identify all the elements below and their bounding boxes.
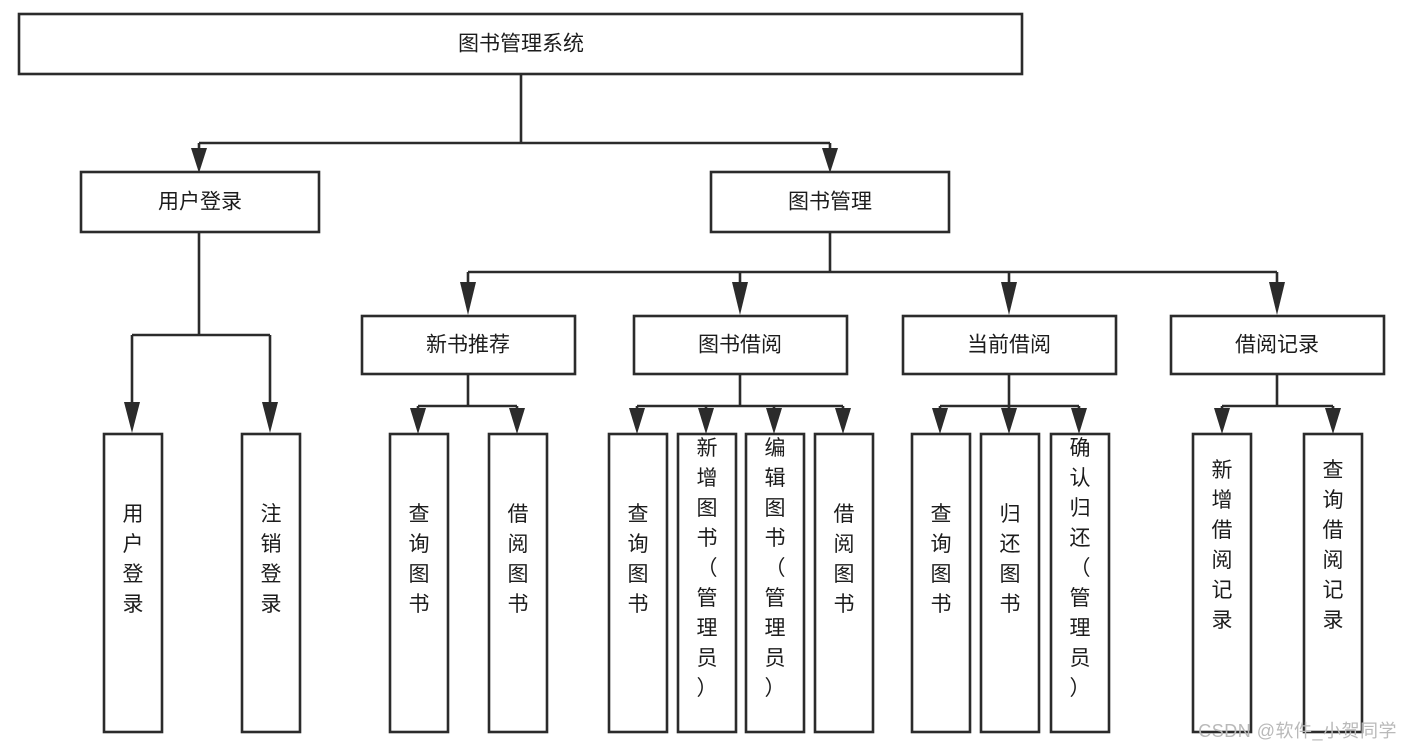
arrowhead-leaf-query-book-3: [932, 408, 948, 434]
node-leaf-edit-book-box[interactable]: [744, 432, 806, 734]
arrowhead-leaf-borrow-book-2: [835, 408, 851, 434]
node-book-borrow-label: 图书借阅: [698, 334, 782, 357]
arrowhead-current-borrow: [1001, 282, 1017, 315]
node-leaf-query-book-3[interactable]: 查询图书: [910, 432, 972, 734]
arrowhead-book-borrow: [732, 282, 748, 315]
node-root[interactable]: 图书管理系统: [17, 12, 1024, 76]
arrowhead-leaf-add-book: [698, 408, 714, 434]
node-leaf-edit-book-label: 编辑图书（管理员）: [765, 437, 786, 700]
node-leaf-query-book-1-label: 查询图书: [409, 503, 430, 616]
node-leaf-user-login-box[interactable]: [102, 432, 164, 734]
node-leaf-query-book-3-box[interactable]: [910, 432, 972, 734]
node-leaf-add-record-label: 新增借阅记录: [1212, 459, 1233, 632]
node-leaf-borrow-book-2[interactable]: 借阅图书: [813, 432, 875, 734]
node-book-manage-box[interactable]: [709, 170, 951, 234]
node-leaf-return-book[interactable]: 归还图书: [979, 432, 1041, 734]
arrowhead-leaf-query-book-1: [410, 408, 426, 434]
node-book-borrow-box[interactable]: [632, 314, 849, 376]
node-leaf-borrow-book-1-label: 借阅图书: [508, 503, 529, 616]
node-new-book-rec[interactable]: 新书推荐: [360, 314, 577, 376]
node-root-box[interactable]: [17, 12, 1024, 76]
arrowhead-leaf-return-book: [1001, 408, 1017, 434]
arrowhead-leaf-borrow-book-1: [509, 408, 525, 434]
node-current-borrow[interactable]: 当前借阅: [901, 314, 1118, 376]
node-book-borrow[interactable]: 图书借阅: [632, 314, 849, 376]
node-book-manage-label: 图书管理: [788, 191, 872, 214]
node-leaf-borrow-book-1[interactable]: 借阅图书: [487, 432, 549, 734]
node-leaf-borrow-book-1-box[interactable]: [487, 432, 549, 734]
node-current-borrow-box[interactable]: [901, 314, 1118, 376]
node-leaf-edit-book[interactable]: 编辑图书（管理员）: [744, 432, 806, 734]
node-user-login-label: 用户登录: [158, 191, 242, 214]
arrowhead-leaf-query-book-2: [629, 408, 645, 434]
node-user-login-box[interactable]: [79, 170, 321, 234]
arrowhead-new-book-rec: [460, 282, 476, 315]
node-leaf-user-logout[interactable]: 注销登录: [240, 432, 302, 734]
node-leaf-query-book-2-label: 查询图书: [628, 503, 649, 616]
node-leaf-return-book-label: 归还图书: [1000, 503, 1021, 616]
node-leaf-confirm-return-box[interactable]: [1049, 432, 1111, 734]
node-leaf-add-book-label: 新增图书（管理员）: [697, 437, 718, 700]
node-borrow-record-label: 借阅记录: [1235, 334, 1319, 357]
arrowhead-user-login: [191, 148, 207, 173]
node-current-borrow-label: 当前借阅: [967, 334, 1051, 357]
node-leaf-query-record-label: 查询借阅记录: [1323, 459, 1344, 632]
node-leaf-query-record[interactable]: 查询借阅记录: [1302, 432, 1364, 734]
arrowhead-leaf-query-record: [1325, 408, 1341, 434]
node-borrow-record-box[interactable]: [1169, 314, 1386, 376]
node-leaf-confirm-return[interactable]: 确认归还（管理员）: [1049, 432, 1111, 734]
node-leaf-add-book-box[interactable]: [676, 432, 738, 734]
node-borrow-record[interactable]: 借阅记录: [1169, 314, 1386, 376]
node-leaf-query-book-1[interactable]: 查询图书: [388, 432, 450, 734]
node-leaf-user-logout-box[interactable]: [240, 432, 302, 734]
node-user-login[interactable]: 用户登录: [79, 170, 321, 234]
node-new-book-rec-box[interactable]: [360, 314, 577, 376]
node-leaf-borrow-book-2-box[interactable]: [813, 432, 875, 734]
arrowhead-leaf-confirm-return: [1071, 408, 1087, 434]
connector-layer: [124, 74, 1341, 434]
arrowhead-leaf-add-record: [1214, 408, 1230, 434]
node-leaf-query-book-3-label: 查询图书: [931, 503, 952, 616]
arrowhead-book-manage: [822, 148, 838, 173]
node-new-book-rec-label: 新书推荐: [426, 334, 510, 357]
node-leaf-confirm-return-label: 确认归还（管理员）: [1070, 437, 1091, 700]
node-leaf-return-book-box[interactable]: [979, 432, 1041, 734]
node-book-manage[interactable]: 图书管理: [709, 170, 951, 234]
node-leaf-user-login-label: 用户登录: [123, 503, 144, 616]
arrowhead-leaf-user-logout: [262, 402, 278, 433]
node-leaf-query-book-2-box[interactable]: [607, 432, 669, 734]
node-leaf-query-book-2[interactable]: 查询图书: [607, 432, 669, 734]
arrowhead-borrow-record: [1269, 282, 1285, 315]
node-leaf-user-login[interactable]: 用户登录: [102, 432, 164, 734]
arrowhead-leaf-edit-book: [766, 408, 782, 434]
node-leaf-add-record-box[interactable]: [1191, 432, 1253, 734]
node-leaf-user-logout-label: 注销登录: [261, 503, 282, 616]
node-root-label: 图书管理系统: [458, 33, 584, 56]
watermark: CSDN @软件_小贺同学: [1198, 721, 1397, 741]
node-leaf-borrow-book-2-label: 借阅图书: [834, 503, 855, 616]
arrowhead-leaf-user-login: [124, 402, 140, 433]
node-leaf-query-record-box[interactable]: [1302, 432, 1364, 734]
node-leaf-add-record[interactable]: 新增借阅记录: [1191, 432, 1253, 734]
node-leaf-add-book[interactable]: 新增图书（管理员）: [676, 432, 738, 734]
node-leaf-query-book-1-box[interactable]: [388, 432, 450, 734]
